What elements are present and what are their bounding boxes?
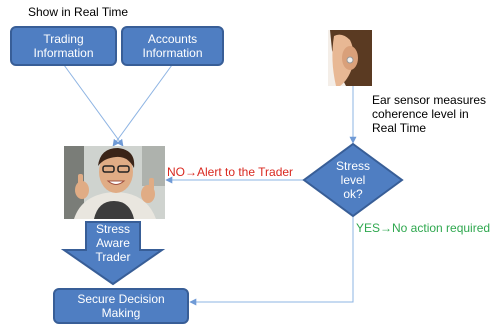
trader-photo bbox=[64, 146, 165, 219]
arrow-line-3: Trader bbox=[95, 250, 131, 264]
diamond-line-3: ok? bbox=[343, 187, 363, 201]
secure-line-2: Making bbox=[101, 306, 141, 320]
trading-line-1: Trading bbox=[43, 32, 84, 46]
accounts-line-1: Accounts bbox=[147, 32, 198, 46]
sensor-note-line-2: coherence level in bbox=[372, 107, 469, 121]
arrow-line-1: Stress bbox=[95, 222, 130, 236]
stress-level-label: Stress level ok? bbox=[323, 159, 383, 201]
show-in-real-time-heading: Show in Real Time bbox=[28, 5, 129, 19]
connector-accounts-to-trader bbox=[112, 64, 173, 147]
yes-no-action-label: YES→No action required bbox=[356, 221, 491, 235]
diamond-line-2: level bbox=[340, 173, 366, 187]
secure-decision-making-box: Secure Decision Making bbox=[53, 288, 189, 324]
sensor-note-line-3: Real Time bbox=[372, 121, 427, 135]
sensor-note: Ear sensor measures coherence level in R… bbox=[372, 93, 486, 135]
accounts-line-2: Information bbox=[142, 46, 203, 60]
secure-line-1: Secure Decision bbox=[77, 292, 165, 306]
trading-information-box: Trading Information bbox=[10, 26, 117, 66]
arrow-line-2: Aware bbox=[96, 236, 130, 250]
stress-level-diamond bbox=[302, 142, 404, 218]
no-alert-label: NO→Alert to the Trader bbox=[167, 165, 294, 179]
stress-aware-trader-arrow bbox=[60, 221, 166, 286]
sensor-note-line-1: Ear sensor measures bbox=[372, 93, 487, 107]
stress-aware-trader-label: Stress Aware Trader bbox=[83, 222, 143, 264]
connector-diamond-to-secure bbox=[189, 216, 354, 306]
diamond-line-1: Stress bbox=[335, 159, 370, 173]
connector-trading-to-trader bbox=[63, 64, 124, 147]
ear-sensor-photo bbox=[328, 30, 372, 86]
trading-line-2: Information bbox=[33, 46, 94, 60]
accounts-information-box: Accounts Information bbox=[121, 26, 224, 66]
